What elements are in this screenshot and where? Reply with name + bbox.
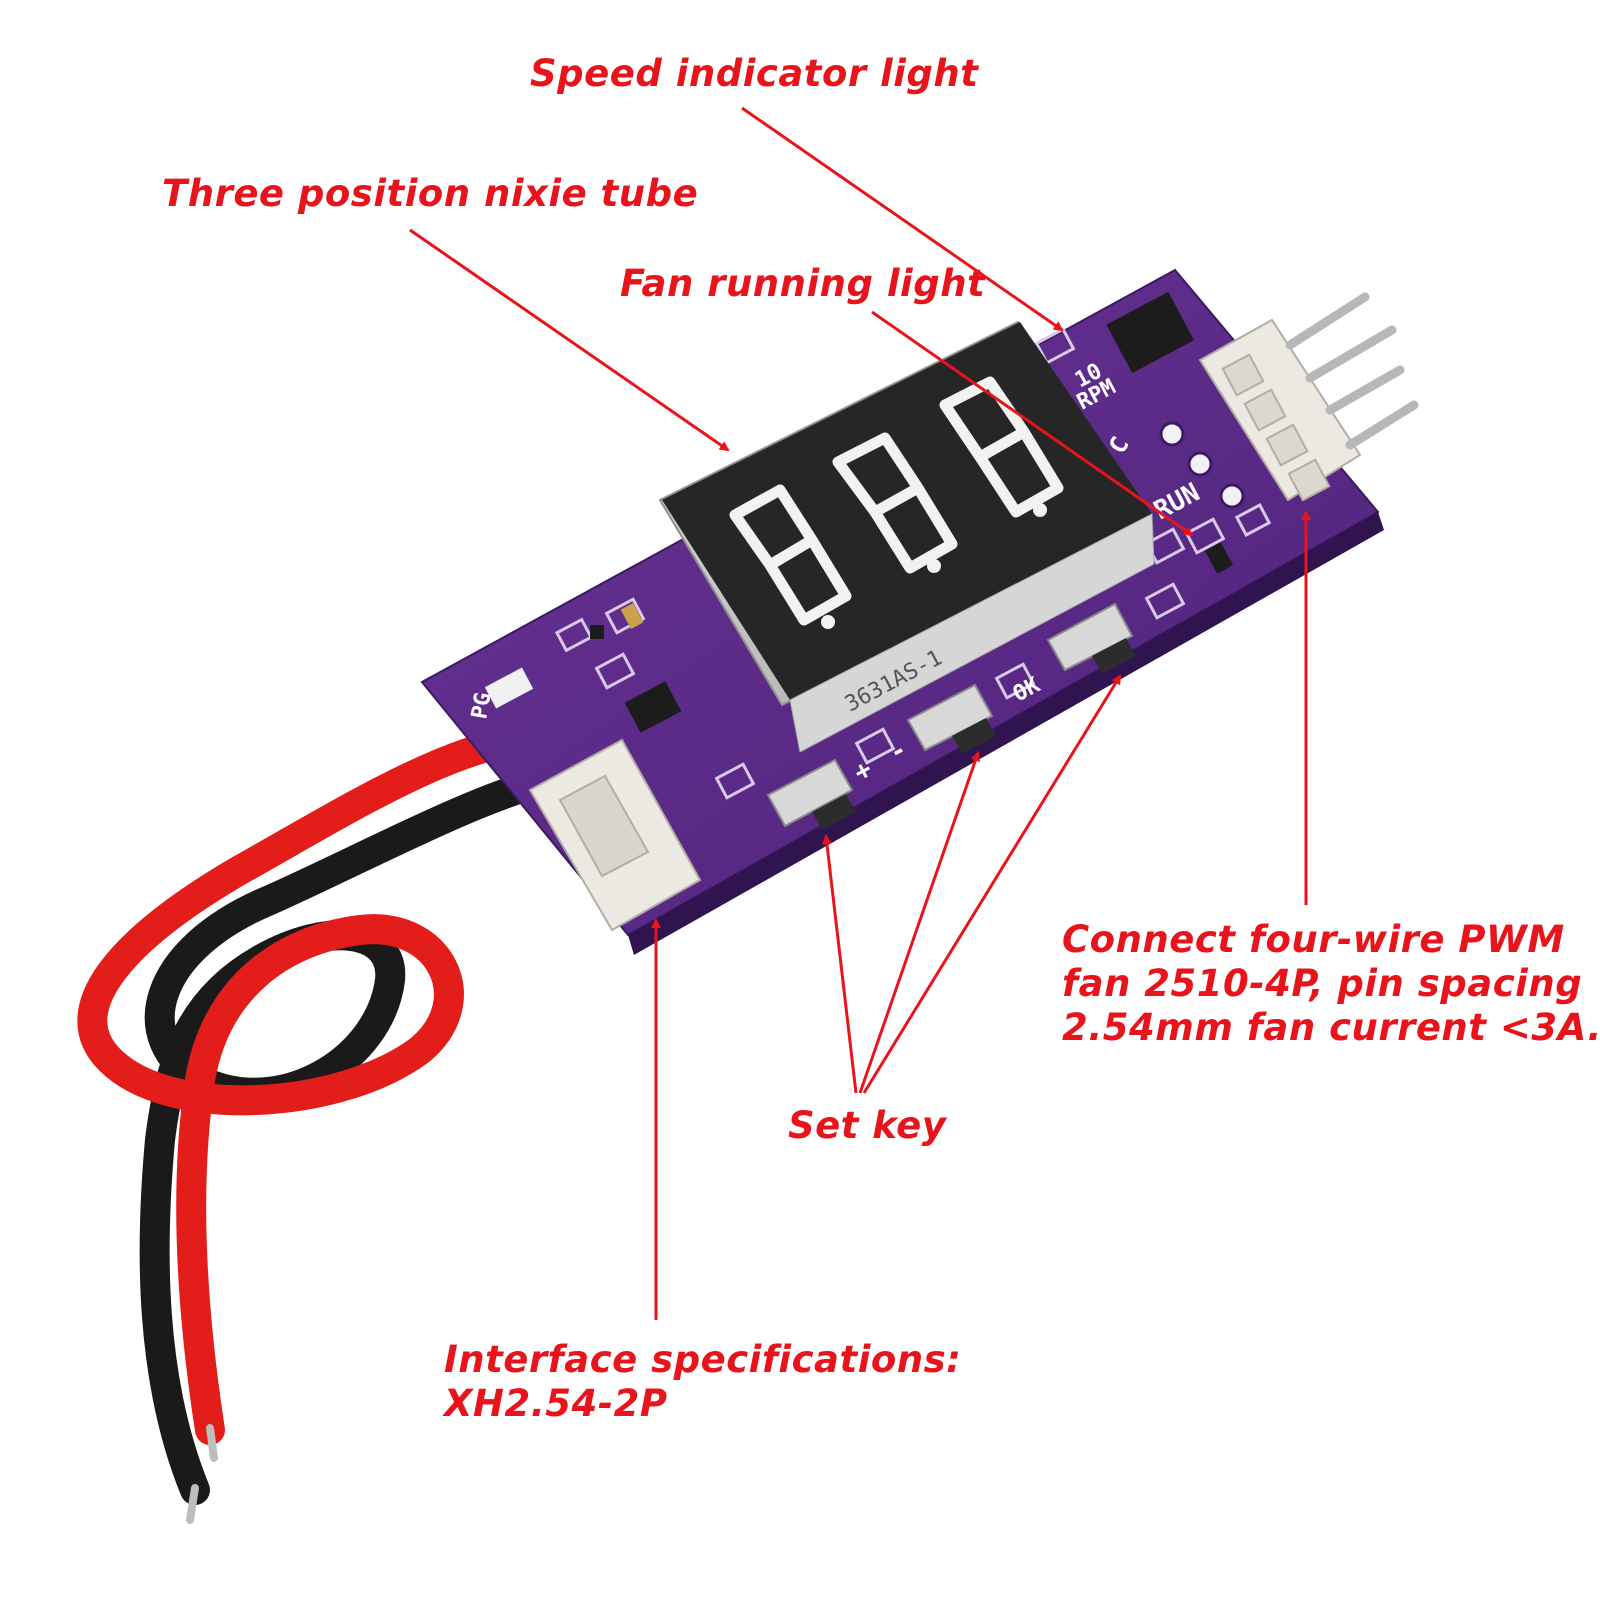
arrow-speed-indicator bbox=[741, 106, 1064, 332]
label-interface: Interface specifications: XH2.54-2P bbox=[444, 1338, 961, 1426]
annotation-arrows bbox=[409, 106, 1311, 1320]
label-fan-running: Fan running light bbox=[620, 262, 986, 305]
smd-components bbox=[554, 327, 1272, 800]
label-interface-line-2: XH2.54-2P bbox=[444, 1382, 668, 1425]
key-minus bbox=[906, 683, 996, 754]
label-nixie-tube: Three position nixie tube bbox=[162, 172, 699, 215]
set-keys bbox=[766, 602, 1136, 830]
label-fan-connect-line-1: Connect four-wire PWM bbox=[1062, 918, 1565, 961]
arrow-nixie-tube bbox=[409, 228, 730, 452]
key-ok bbox=[1046, 602, 1136, 674]
xh-connector bbox=[528, 738, 702, 932]
label-interface-line-1: Interface specifications: bbox=[444, 1338, 962, 1381]
arrow-set-key-1 bbox=[821, 834, 858, 1094]
arrow-set-key-2 bbox=[858, 751, 981, 1094]
label-fan-connect-line-3: 2.54mm fan current <3A. bbox=[1062, 1006, 1600, 1049]
arrow-fan-running bbox=[871, 310, 1194, 537]
fan-header bbox=[1198, 292, 1419, 502]
label-set-key: Set key bbox=[788, 1104, 947, 1147]
label-speed-indicator: Speed indicator light bbox=[530, 52, 979, 95]
power-wires bbox=[77, 725, 563, 1524]
arrow-set-key-3 bbox=[862, 674, 1122, 1094]
label-fan-connect: Connect four-wire PWM fan 2510-4P, pin s… bbox=[1062, 918, 1600, 1050]
red-wire bbox=[77, 725, 535, 1445]
black-wire bbox=[139, 765, 563, 1505]
digit-segments bbox=[729, 376, 1064, 626]
key-plus bbox=[766, 758, 856, 830]
label-fan-connect-line-2: fan 2510-4P, pin spacing bbox=[1062, 962, 1583, 1005]
